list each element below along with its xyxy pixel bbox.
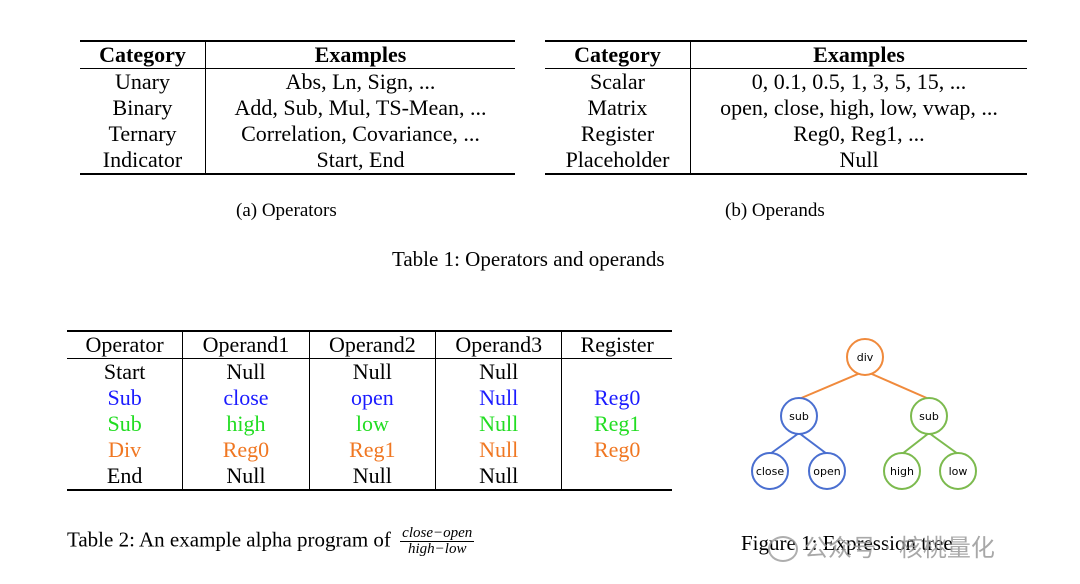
edge-root-left [798, 370, 866, 400]
table-cell [561, 463, 672, 491]
operands-header-category: Category [545, 41, 691, 69]
node-ll-label: close [756, 465, 785, 478]
node-lr-label: open [813, 465, 840, 478]
table-operators: Category Examples Unary Abs, Ln, Sign, .… [80, 40, 515, 175]
node-rl-label: high [890, 465, 914, 478]
table-cell: close [182, 385, 310, 411]
table-cell: Start, End [205, 147, 515, 175]
table-cell: Null [690, 147, 1027, 175]
node-rr [939, 452, 977, 490]
edge-left-ll [769, 432, 800, 455]
table-cell: Reg1 [593, 411, 641, 436]
node-root [846, 338, 884, 376]
wechat-icon [768, 536, 798, 562]
table-cell: Unary [80, 68, 206, 95]
fraction-denominator: high−low [407, 541, 467, 557]
node-ll [751, 452, 789, 490]
table-cell: Null [435, 385, 563, 411]
table-cell: Reg0 [593, 385, 641, 410]
table-cell: Reg0 [182, 437, 310, 463]
table-cell: Sub [67, 385, 184, 411]
t2-header-operand3: Operand3 [435, 331, 563, 359]
table-cell [562, 359, 672, 386]
table-cell: Matrix [545, 95, 691, 121]
table-cell: 0, 0.1, 0.5, 1, 3, 5, 15, ... [751, 69, 967, 94]
operators-caption: (a) Operators [236, 200, 337, 221]
table-cell: Null [309, 463, 437, 491]
table-cell: Reg0, Reg1, ... [793, 121, 925, 146]
table-cell: Reg1 [309, 437, 437, 463]
edge-right-rl [901, 432, 930, 455]
t2-header-register: Register [561, 331, 672, 359]
table-cell: Reg0 [593, 437, 641, 462]
table-cell: Null [435, 437, 563, 463]
table-cell: Null [182, 463, 310, 491]
table-cell: open, close, high, low, vwap, ... [720, 95, 998, 120]
expression-tree: div sub sub close open high low [751, 338, 977, 490]
node-right-label: sub [919, 410, 939, 423]
table-cell: Null [309, 358, 437, 385]
node-lr [808, 452, 846, 490]
edge-right-rr [928, 432, 959, 455]
operands-header-examples: Examples [690, 41, 1027, 69]
table-cell: Div [67, 437, 184, 463]
table-operands: Category Examples Scalar 0, 0.1, 0.5, 1,… [545, 40, 1027, 175]
table-cell: high [182, 411, 310, 437]
node-right [910, 397, 948, 435]
table-cell: Null [435, 411, 563, 437]
table-cell: Add, Sub, Mul, TS-Mean, ... [234, 95, 487, 120]
table2-caption-text: Table 2: An example alpha program of [67, 527, 391, 552]
table-cell: open [309, 385, 437, 411]
table-cell: Indicator [80, 147, 206, 175]
node-rl [883, 452, 921, 490]
watermark: 公众号 · 核桃量化 [768, 528, 995, 563]
operands-caption: (b) Operands [725, 200, 825, 221]
table-cell: Start [67, 358, 184, 385]
table2-caption: Table 2: An example alpha program of clo… [67, 525, 475, 557]
operators-header-category: Category [80, 41, 206, 69]
t2-header-operator: Operator [67, 331, 184, 359]
table1-caption: Table 1: Operators and operands [392, 247, 665, 271]
table-cell: Register [545, 121, 691, 147]
table-cell: Binary [80, 95, 206, 121]
operators-header-examples: Examples [205, 41, 515, 69]
watermark-text: 公众号 · 核桃量化 [804, 534, 995, 562]
table-alpha-program: Operator Operand1 Operand2 Operand3 Regi… [67, 330, 672, 491]
node-left [780, 397, 818, 435]
fraction: close−open high−low [400, 525, 475, 557]
table-cell: low [309, 411, 437, 437]
table-cell: Null [182, 358, 310, 385]
table-cell: Null [435, 463, 563, 491]
node-rr-label: low [949, 465, 968, 478]
node-root-label: div [857, 351, 874, 364]
edge-root-right [864, 370, 930, 400]
table-cell: Placeholder [545, 147, 691, 175]
table-cell: Ternary [80, 121, 206, 147]
t2-header-operand1: Operand1 [182, 331, 310, 359]
t2-header-operand2: Operand2 [309, 331, 437, 359]
table-cell: Correlation, Covariance, ... [241, 121, 480, 146]
edge-left-lr [798, 432, 828, 455]
table-cell: Scalar [545, 68, 691, 95]
table-cell: Sub [67, 411, 184, 437]
node-left-label: sub [789, 410, 809, 423]
table-cell: End [67, 463, 184, 491]
fraction-numerator: close−open [400, 525, 475, 542]
table-cell: Abs, Ln, Sign, ... [285, 69, 436, 94]
table-cell: Null [435, 358, 563, 385]
